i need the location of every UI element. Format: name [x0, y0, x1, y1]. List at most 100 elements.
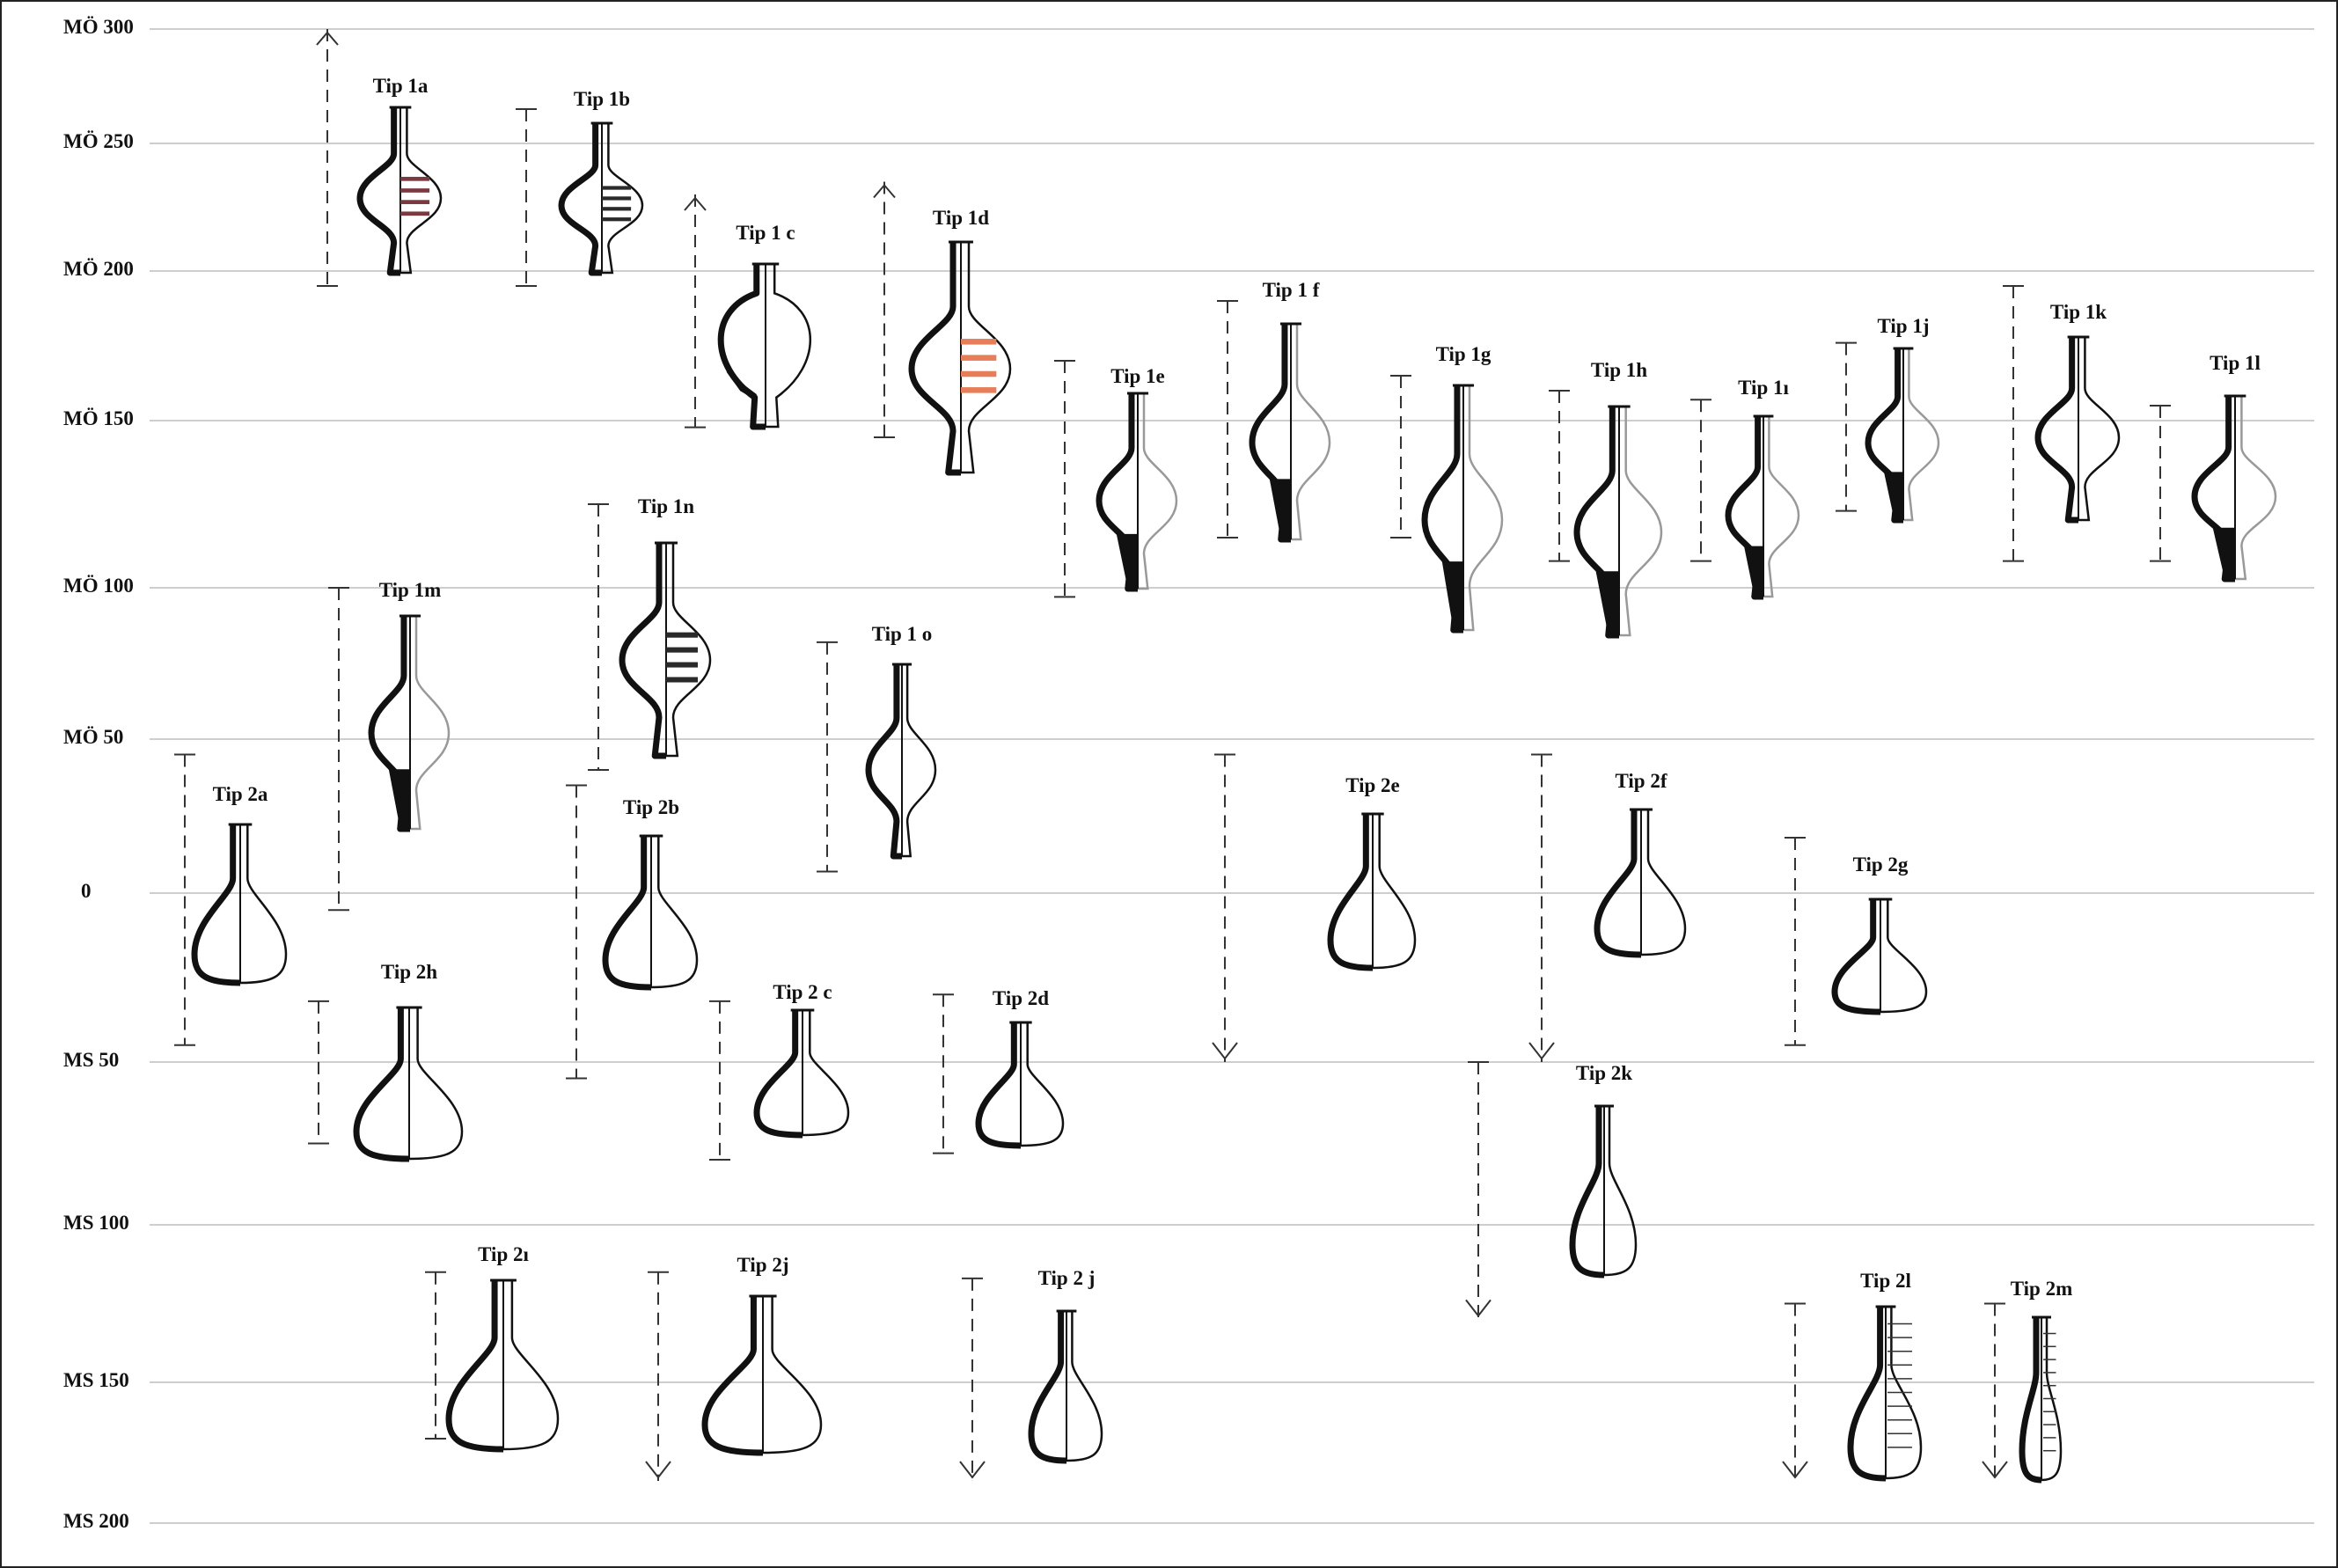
vessel-profile-right — [2078, 337, 2121, 522]
type-label: Tip 2d — [993, 987, 1049, 1009]
vessel-section-left — [558, 123, 602, 276]
vessel-type-t2d: Tip 2d — [933, 987, 1065, 1154]
axis-label: MÖ 150 — [63, 407, 134, 429]
arrow-down-icon — [959, 1461, 986, 1479]
painted-band — [666, 677, 698, 683]
black-base-fill — [388, 769, 410, 829]
type-label: Tip 2f — [1615, 770, 1667, 792]
type-label: Tip 2l — [1860, 1270, 1911, 1292]
vessel-type-t2j2: Tip 2 j — [959, 1267, 1103, 1481]
vessel-profile-right — [902, 664, 937, 858]
painted-band — [602, 207, 632, 211]
vessel-type-t2f: Tip 2f — [1528, 753, 1687, 1062]
vessel-type-t2a: Tip 2a — [174, 753, 288, 1046]
axis-label: MÖ 300 — [63, 16, 134, 38]
vessel-type-t2l: Tip 2l — [1782, 1270, 1923, 1482]
vessel-section-left — [356, 107, 400, 276]
type-label: Tip 1h — [1591, 359, 1647, 381]
vessel-section-left — [701, 1296, 764, 1456]
type-label: Tip 1k — [2050, 301, 2107, 323]
arrow-up-icon — [316, 31, 339, 46]
vessel-type-t2g: Tip 2g — [1785, 837, 1928, 1046]
type-label: Tip 2e — [1345, 774, 1400, 796]
vessel-profile-right — [1463, 385, 1504, 632]
axis-label: MÖ 100 — [63, 575, 134, 597]
vessel-profile-right — [1885, 1307, 1923, 1480]
vessel-type-t1e: Tip 1e — [1054, 360, 1178, 598]
axis-label: MS 200 — [63, 1510, 129, 1532]
type-label: Tip 1n — [638, 495, 694, 517]
vessel-section-left — [1594, 810, 1642, 958]
vessel-profile-right — [2235, 396, 2277, 581]
vessel-profile-right — [239, 824, 288, 985]
vessel-type-t1j: Tip 1j — [1836, 315, 1940, 524]
vessel-type-t1c: Tip 1 c — [684, 194, 812, 430]
vessel-profile-right — [400, 107, 443, 275]
vessel-type-t1h: Tip 1h — [1549, 359, 1663, 639]
vessel-type-t2b: Tip 2b — [566, 784, 699, 1080]
vessel-profile-right — [650, 836, 699, 989]
vessel-section-left — [191, 824, 241, 986]
vessel-profile-right — [1066, 1311, 1103, 1462]
vessel-type-t1o: Tip 1 o — [817, 623, 937, 873]
painted-band — [666, 647, 698, 653]
vessel-type-t2e: Tip 2e — [1212, 753, 1417, 1062]
vessel-section-left — [619, 543, 666, 759]
type-label: Tip 2ı — [478, 1243, 529, 1265]
vessel-profile-right — [410, 616, 451, 831]
vessel-section-left — [2019, 1317, 2042, 1484]
vessel-type-t1g: Tip 1g — [1390, 343, 1504, 634]
black-base-fill — [1884, 472, 1903, 520]
vessel-types: Tip 1a Tip 1b Tip 1 c Tip 1d Tip 1e Tip 1 f Ti… — [174, 29, 2277, 1484]
vessel-type-t2j: Tip 2j — [645, 1254, 823, 1481]
type-label: Tip 1j — [1877, 315, 1929, 337]
vessel-profile-right — [762, 1296, 823, 1454]
type-label: Tip 1 c — [736, 222, 795, 244]
type-label: Tip 1 o — [872, 623, 933, 645]
vessel-profile-right — [666, 543, 712, 758]
vessel-section-left — [1569, 1106, 1605, 1279]
vessel-section-left — [602, 836, 652, 991]
arrow-down-icon — [1212, 1042, 1238, 1060]
type-label: Tip 2g — [1853, 854, 1909, 876]
axis-label: MS 100 — [63, 1212, 129, 1234]
vessel-type-t1b: Tip 1b — [516, 88, 644, 287]
vessel-type-t1a: Tip 1a — [316, 29, 443, 287]
vessel-section-left — [1028, 1311, 1067, 1464]
type-label: Tip 2a — [213, 783, 268, 805]
vessel-profile-right — [1603, 1106, 1638, 1277]
vessel-section-left — [353, 1007, 410, 1162]
vessel-section-left — [445, 1280, 504, 1453]
arrow-up-icon — [684, 196, 707, 211]
painted-band — [961, 355, 997, 361]
vessel-section-left — [2034, 337, 2078, 524]
type-label: Tip 2k — [1576, 1062, 1632, 1084]
vessel-type-t1k: Tip 1k — [2003, 285, 2121, 562]
vessel-type-t2k: Tip 2k — [1465, 1061, 1638, 1320]
vessel-type-t2c: Tip 2 c — [709, 981, 850, 1161]
vessel-type-t1d: Tip 1d — [873, 181, 1012, 476]
type-label: Tip 1d — [933, 207, 989, 229]
axis-label: MÖ 250 — [63, 130, 134, 152]
black-base-fill — [1744, 546, 1763, 597]
type-label: Tip 1ı — [1738, 377, 1789, 399]
type-label: Tip 2 c — [773, 981, 832, 1003]
arrow-down-icon — [1528, 1042, 1555, 1060]
painted-band — [602, 217, 632, 222]
vessel-section-left — [1327, 814, 1374, 971]
vessel-profile-right — [802, 1010, 850, 1137]
type-label: Tip 1 f — [1263, 279, 1320, 301]
painted-band — [961, 339, 997, 345]
painted-band — [400, 176, 430, 181]
vessel-profile-right — [502, 1280, 560, 1451]
painted-band — [400, 188, 430, 193]
painted-band — [666, 662, 698, 668]
vessel-profile-right — [1020, 1022, 1065, 1147]
vessel-profile-right — [408, 1007, 464, 1161]
vessel-profile-right — [961, 242, 1012, 474]
vessel-type-t2m: Tip 2m — [1982, 1278, 2072, 1484]
painted-band — [961, 387, 997, 393]
vessel-profile-right — [2041, 1317, 2063, 1482]
type-label: Tip 2b — [623, 796, 679, 818]
